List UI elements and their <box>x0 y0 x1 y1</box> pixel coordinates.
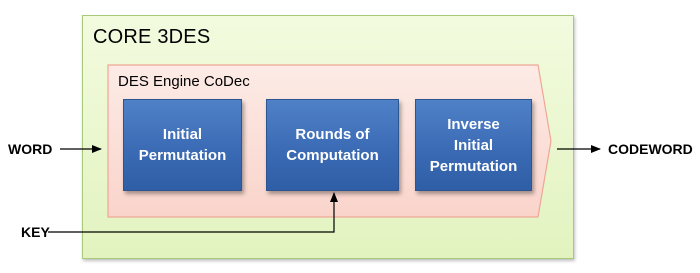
initial-permutation-label: Initial Permutation <box>138 126 227 164</box>
codeword-output-label: CODEWORD <box>608 141 693 157</box>
rounds-of-computation-block: Rounds of Computation <box>266 99 399 191</box>
word-input-label: WORD <box>8 141 53 157</box>
core-3des-title: CORE 3DES <box>93 26 211 48</box>
inverse-initial-permutation-block: Inverse Initial Permutation <box>415 99 532 191</box>
key-input-label: KEY <box>21 224 50 240</box>
initial-permutation-block: Initial Permutation <box>123 99 242 191</box>
des-engine-title: DES Engine CoDec <box>118 73 250 90</box>
rounds-of-computation-label: Rounds of Computation <box>286 126 379 164</box>
inverse-initial-permutation-label: Inverse Initial Permutation <box>429 115 518 175</box>
key-arrow <box>48 192 338 233</box>
